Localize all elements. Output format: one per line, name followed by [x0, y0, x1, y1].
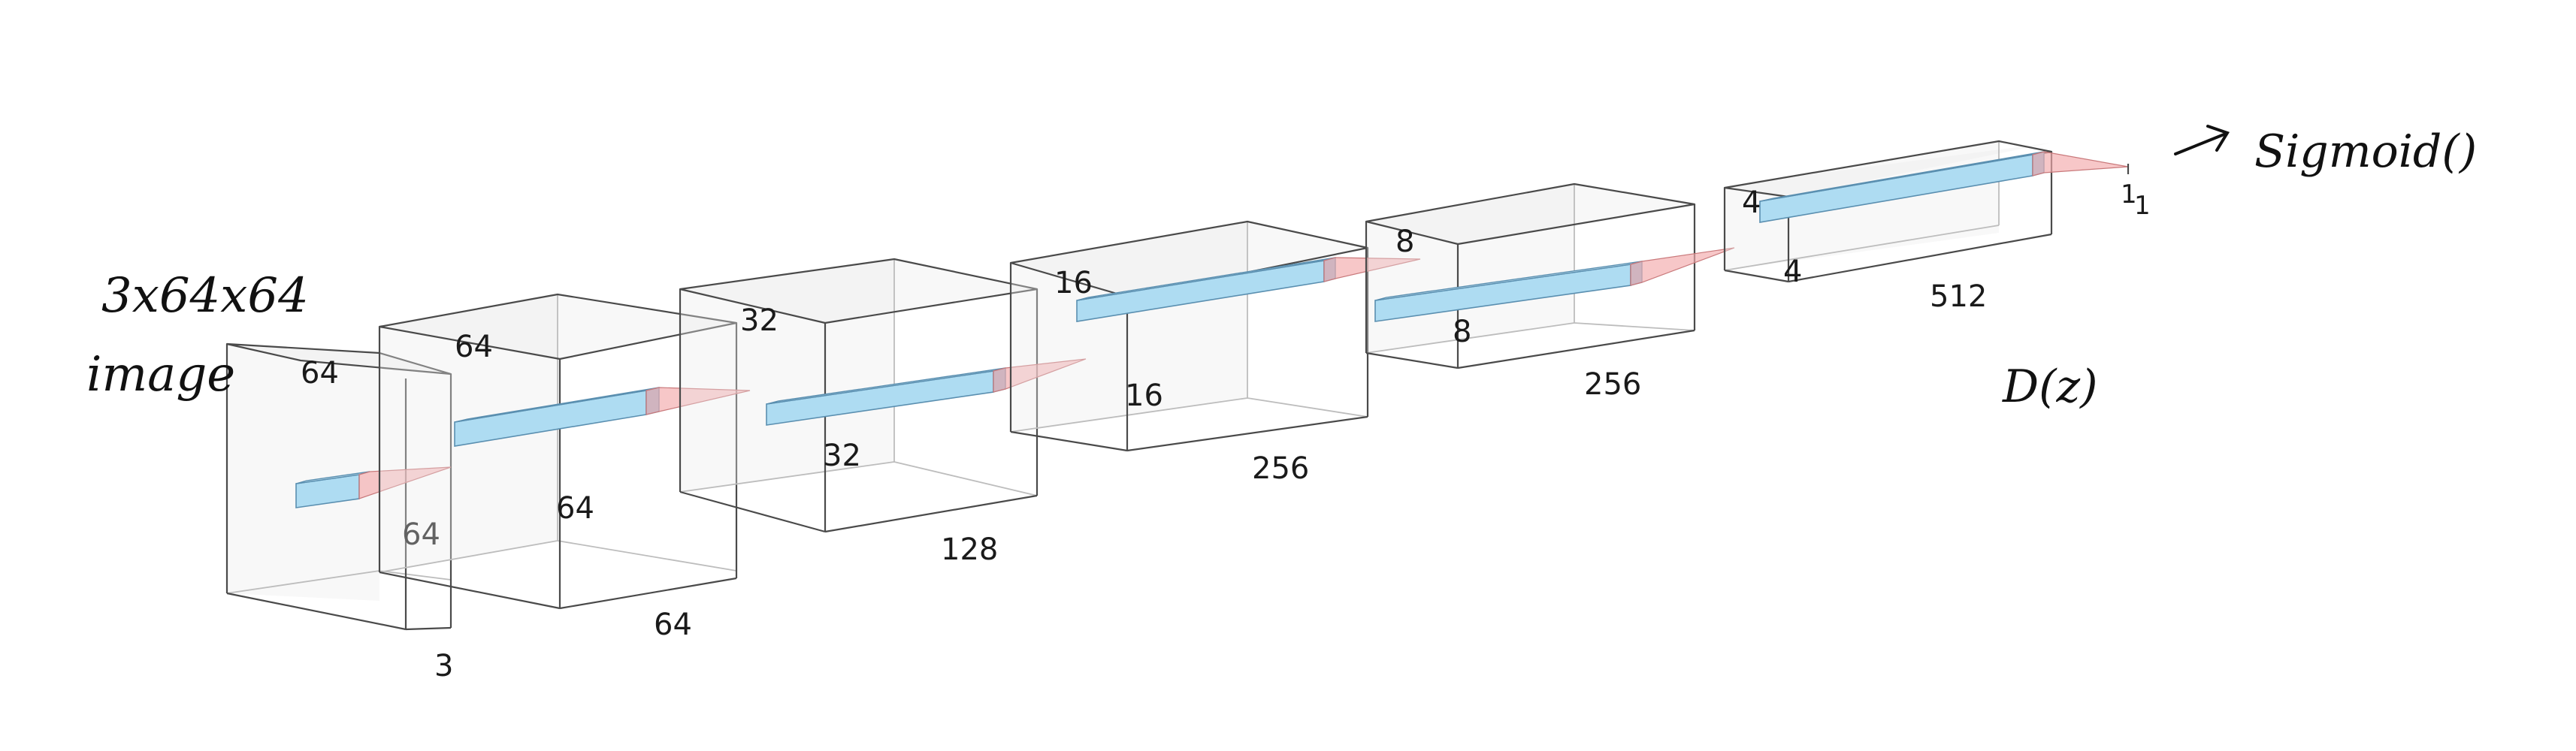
layer-3-back-face — [680, 259, 894, 492]
output-node: 1 1 — [2121, 164, 2151, 221]
layer-4-height-label: 16 — [1054, 266, 1093, 300]
layer-6-height-label: 4 — [1742, 185, 1761, 220]
layer-5-depth-label: 256 — [1584, 367, 1641, 402]
layer-1-depth-label: 3 — [434, 649, 453, 683]
layer-4-width-label: 16 — [1125, 379, 1163, 413]
input-size-label: 3x64x64 — [101, 268, 309, 324]
input-image-label: image — [86, 347, 235, 403]
output-arrow-icon — [2174, 132, 2227, 155]
layer-block-5: 8 8 256 — [1365, 182, 1735, 402]
layer-6-width-label: 4 — [1783, 255, 1802, 289]
layer-5-top-face — [1366, 184, 1695, 244]
layer-block-4: 16 16 256 — [1009, 220, 1421, 486]
output-width-label: 1 — [2134, 191, 2151, 221]
layer-block-2: 64 64 64 — [378, 293, 751, 642]
layer-6-depth-label: 512 — [1930, 279, 1987, 314]
layer-block-6: 4 4 512 — [1723, 140, 2129, 314]
layer-3-width-label: 32 — [823, 439, 861, 473]
layer-3-top-face — [680, 259, 1037, 323]
sigmoid-annotation: Sigmoid() — [2174, 125, 2477, 178]
layer-4-top-face — [1011, 222, 1368, 297]
layer-4-kernel — [1076, 257, 1421, 322]
output-arrowhead-icon — [2206, 125, 2230, 152]
layer-3-kernel — [766, 358, 1087, 426]
layer-1-top-face — [227, 344, 451, 374]
sigmoid-label: Sigmoid() — [2254, 125, 2477, 178]
discriminator-function-label: D(z) — [2002, 360, 2098, 413]
layer-6-kernel — [1759, 151, 2129, 223]
layer-block-1: 64 64 3 — [225, 342, 453, 683]
layer-3-height-label: 32 — [740, 303, 779, 338]
layer-5-kernel — [1374, 247, 1735, 322]
layer-1-height-label: 64 — [301, 356, 339, 391]
layer-5-height-label: 8 — [1395, 225, 1414, 259]
layer-6-top-face — [1725, 143, 2051, 197]
layer-4-back-face — [1011, 222, 1247, 432]
layer-1-width-label: 64 — [402, 517, 440, 552]
layer-2-width-label: 64 — [556, 491, 594, 526]
layer-2-height-label: 64 — [455, 330, 493, 364]
layer-5-width-label: 8 — [1453, 315, 1471, 349]
layer-block-3: 32 32 128 — [679, 258, 1087, 567]
layer-1-back-face — [227, 344, 379, 601]
layer-3-depth-label: 128 — [941, 532, 998, 567]
layer-1-kernel — [295, 466, 452, 508]
input-annotation: 3x64x64 image — [86, 268, 309, 403]
layer-4-depth-label: 256 — [1252, 451, 1309, 486]
layer-2-depth-label: 64 — [654, 608, 692, 642]
output-height-label: 1 — [2121, 179, 2137, 210]
layer-2-kernel — [454, 387, 751, 447]
